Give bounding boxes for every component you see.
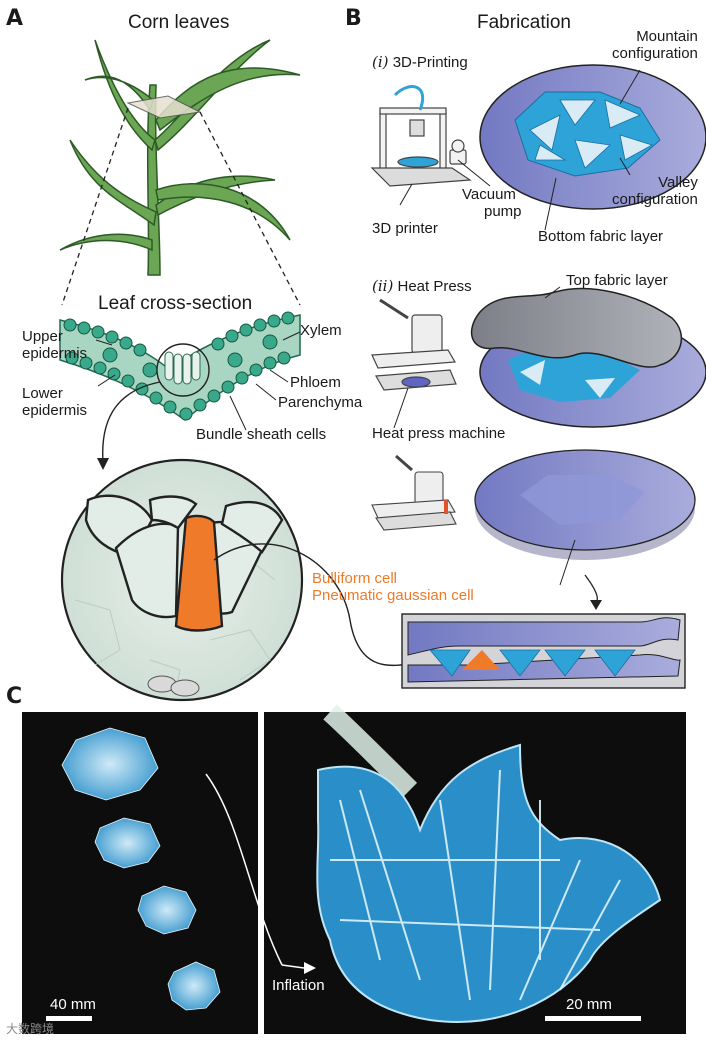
pneumatic-cell-label: Pneumatic gaussian cell — [312, 587, 474, 604]
scale-left-label: 40 mm — [50, 996, 96, 1013]
printer-label: 3D printer — [372, 220, 438, 237]
step-3d-printing: (i) 3D-Printing — [372, 53, 468, 71]
panel-letter-b: B — [345, 6, 362, 31]
zoom-line-left — [61, 107, 129, 306]
xylem-label: Xylem — [300, 322, 342, 339]
printed-mold-disk — [479, 64, 706, 210]
parenchyma-label: Parenchyma — [278, 394, 363, 411]
zoom-line-right — [199, 111, 301, 306]
step-heat-press: (ii) Heat Press — [372, 277, 472, 295]
inflation-label: Inflation — [272, 977, 325, 994]
phloem-label: Phloem — [290, 374, 341, 391]
bonded-sheet — [474, 449, 696, 610]
bulliform-cell-label: Bulliform cell — [312, 570, 398, 587]
bundle-sheath-label: Bundle sheath cells — [196, 426, 327, 443]
disk-leaders — [544, 69, 641, 231]
fabric-stack — [470, 287, 706, 428]
corn-leaves-title: Corn leaves — [128, 12, 230, 33]
scale-bar-right — [545, 1016, 641, 1021]
scale-bar-left — [46, 1016, 92, 1021]
heat-press-label: Heat press machine — [372, 425, 506, 442]
scale-right-label: 20 mm — [566, 996, 612, 1013]
bottom-fabric-label: Bottom fabric layer — [538, 228, 664, 245]
leaf-cross-section — [59, 311, 301, 421]
press-small-illustration — [371, 454, 457, 531]
flat-actuator-sequence — [61, 727, 221, 1011]
cross-section-leaders — [95, 331, 301, 431]
magnified-cells — [60, 458, 304, 702]
magnify-arrow — [102, 381, 161, 463]
printer-illustration — [370, 85, 472, 187]
panel-letter-c: C — [6, 684, 23, 709]
corn-plant-illustration — [59, 39, 301, 276]
cross-section-title: Leaf cross-section — [98, 293, 253, 314]
heat-press-illustration — [371, 298, 457, 391]
watermark: 大数跨境 — [6, 1022, 55, 1036]
layer-cross-section — [401, 613, 686, 689]
fabrication-title: Fabrication — [477, 12, 571, 33]
top-fabric-label: Top fabric layer — [566, 272, 668, 289]
inflated-actuator — [316, 704, 662, 1023]
inflation-arrow — [205, 773, 283, 966]
panel-letter-a: A — [6, 6, 24, 31]
gaussian-cell-link — [213, 543, 431, 667]
